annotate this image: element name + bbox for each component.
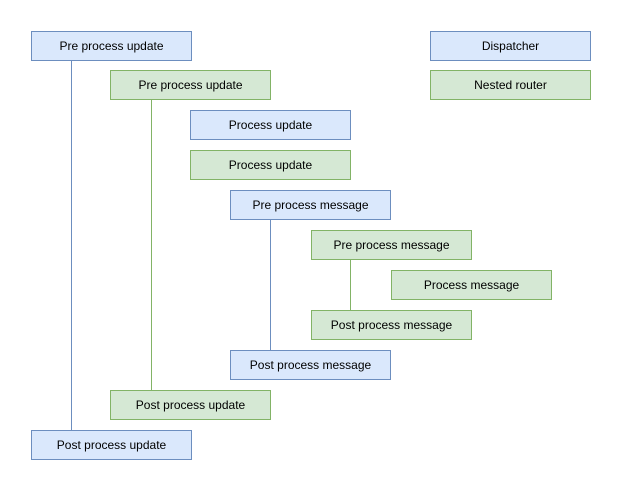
connector-router-update — [151, 100, 152, 390]
node-pre-process-message-router: Pre process message — [311, 230, 472, 260]
legend-dispatcher: Dispatcher — [430, 31, 591, 61]
connector-dispatcher-message — [270, 220, 271, 350]
node-pre-process-update-dispatcher: Pre process update — [31, 31, 192, 61]
connector-router-message — [350, 260, 351, 310]
node-post-process-update-dispatcher: Post process update — [31, 430, 192, 460]
node-post-process-update-router: Post process update — [110, 390, 271, 420]
node-process-update-router: Process update — [190, 150, 351, 180]
legend-nested-router: Nested router — [430, 70, 591, 100]
node-pre-process-update-router: Pre process update — [110, 70, 271, 100]
node-post-process-message-router: Post process message — [311, 310, 472, 340]
node-pre-process-message-dispatcher: Pre process message — [230, 190, 391, 220]
node-process-message-router: Process message — [391, 270, 552, 300]
node-post-process-message-dispatcher: Post process message — [230, 350, 391, 380]
node-process-update-dispatcher: Process update — [190, 110, 351, 140]
connector-dispatcher-update — [71, 61, 72, 430]
